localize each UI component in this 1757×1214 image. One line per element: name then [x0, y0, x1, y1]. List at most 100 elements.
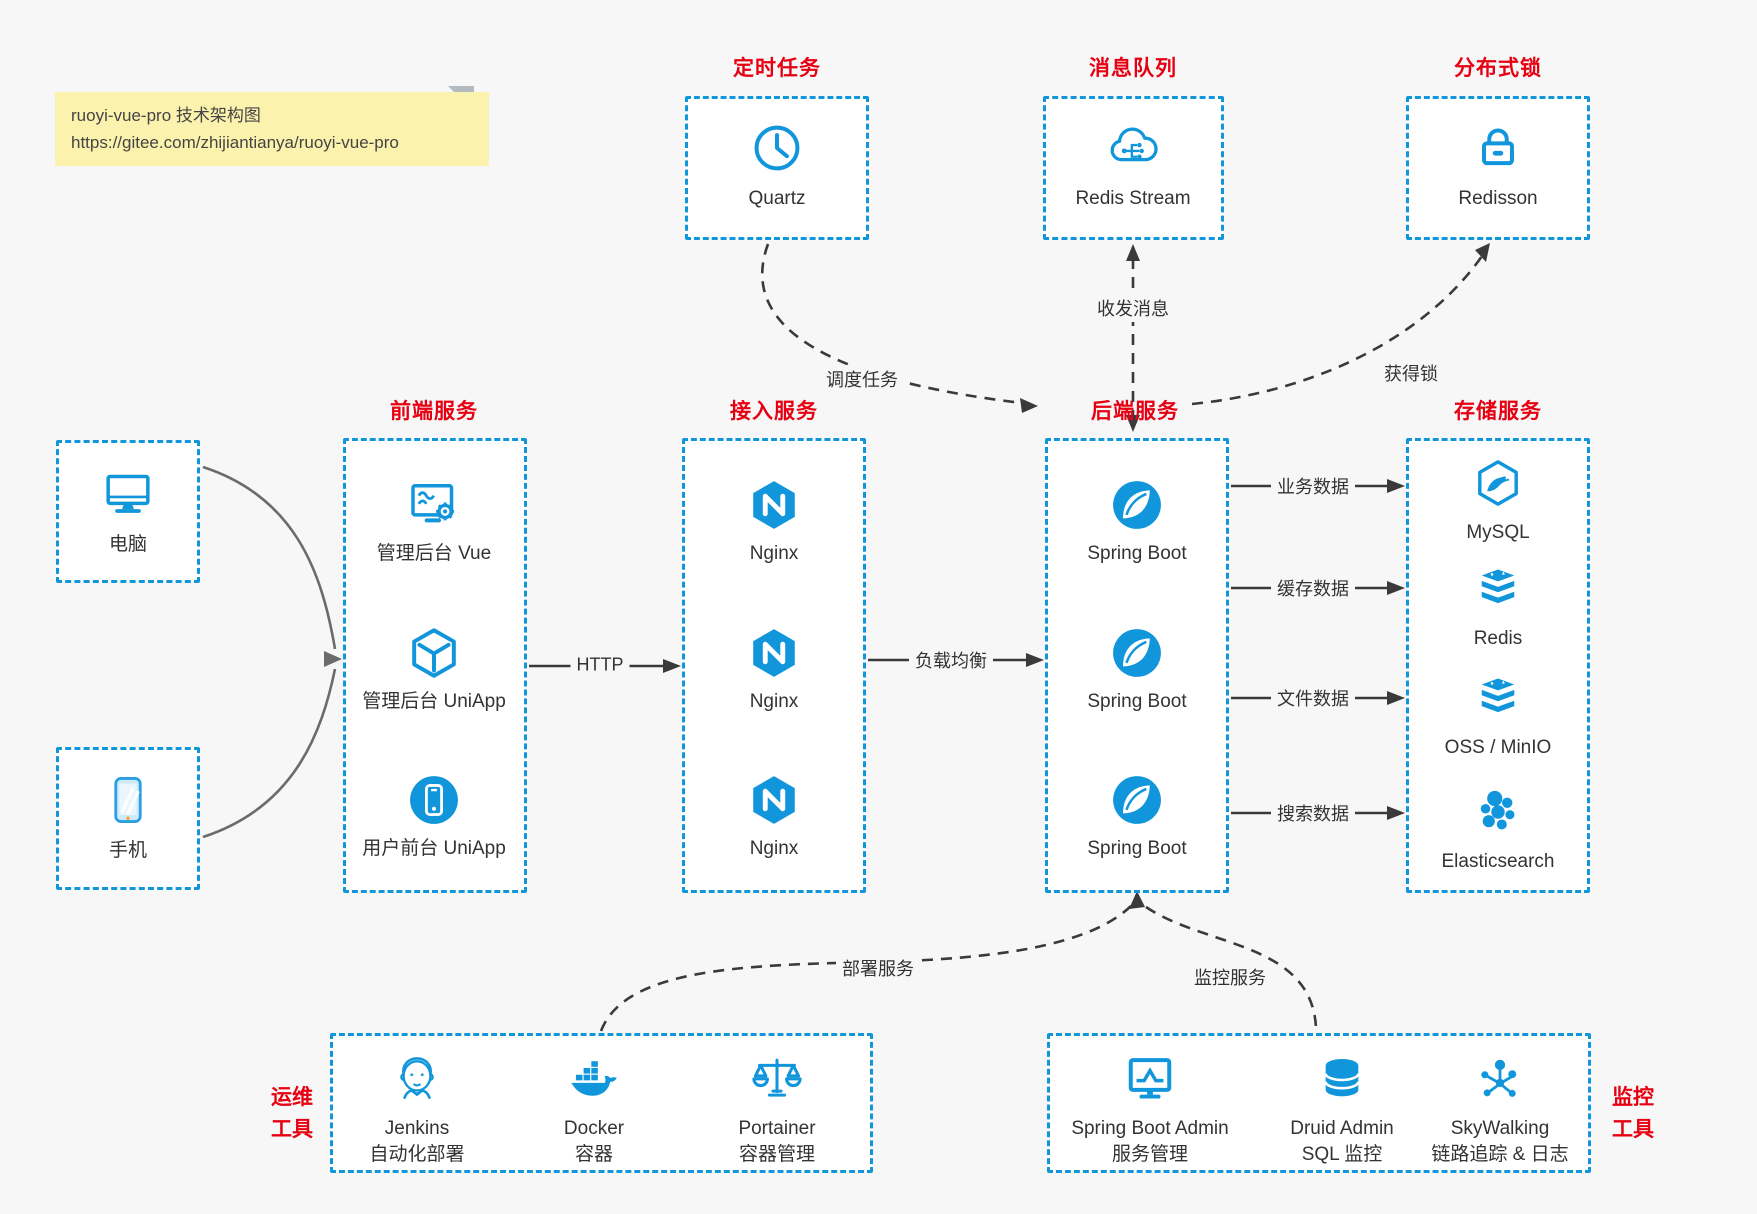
arrowhead-business-data [1387, 479, 1405, 493]
node-sublabel: 链路追踪 & 日志 [1431, 1143, 1569, 1165]
topology-icon [1472, 1052, 1528, 1108]
node-label: Redis [1473, 628, 1523, 649]
edge-label-http: HTTP [570, 653, 630, 677]
node-jenkins: Jenkins 自动化部署 [317, 1052, 517, 1167]
edge-label-deploy: 部署服务 [836, 954, 920, 982]
arrowhead-cache-data [1387, 581, 1405, 595]
arrowhead-schedule [1020, 398, 1038, 413]
node-label: Nginx [749, 691, 799, 712]
spring-icon [1109, 625, 1165, 681]
title-backend: 后端服务 [1091, 400, 1179, 423]
edge-label-schedule: 调度任务 [820, 365, 904, 393]
note-url: https://gitee.com/zhijiantianya/ruoyi-vu… [71, 133, 399, 153]
oss-stack-icon [1472, 672, 1524, 724]
node-sublabel: 自动化部署 [369, 1143, 465, 1165]
note: ruoyi-vue-pro 技术架构图 https://gitee.com/zh… [55, 92, 489, 167]
arrowhead-message-up [1126, 244, 1140, 261]
node-pc: 电脑 [28, 466, 228, 557]
node-springboot-3: Spring Boot [1037, 772, 1237, 861]
node-label: OSS / MinIO [1444, 737, 1552, 758]
mysql-icon [1472, 457, 1524, 509]
node-user-uniapp: 用户前台 UniApp [334, 772, 534, 861]
edge-label-monitor: 监控服务 [1188, 963, 1272, 991]
title-ops: 运维 工具 [242, 1082, 342, 1145]
uniapp-cube-icon [406, 625, 462, 681]
user-app-icon [406, 772, 462, 828]
node-mysql: MySQL [1398, 457, 1598, 545]
node-sublabel: 服务管理 [1111, 1143, 1188, 1165]
node-redis-stream: Redis Stream [1033, 120, 1233, 211]
timer-box [685, 96, 869, 240]
node-label: 管理后台 UniApp [362, 691, 506, 712]
node-label: Spring Boot [1087, 543, 1187, 564]
admin-vue-icon [406, 477, 462, 533]
monitor-chart-icon [1122, 1052, 1178, 1108]
node-label: Jenkins [384, 1118, 450, 1139]
edge-pc-to-frontend [202, 465, 337, 650]
arrowhead-http [663, 659, 681, 673]
node-nginx-2: Nginx [674, 625, 874, 714]
node-sublabel: SQL 监控 [1301, 1143, 1383, 1165]
node-springboot-2: Spring Boot [1037, 625, 1237, 714]
spring-icon [1109, 772, 1165, 828]
title-lock: 分布式锁 [1454, 57, 1542, 80]
node-label: Redis Stream [1075, 188, 1191, 209]
title-monitoring-line1: 监控 [1612, 1086, 1654, 1109]
nginx-icon [746, 477, 802, 533]
arrowhead-message-down [1126, 415, 1140, 432]
elasticsearch-icon [1472, 786, 1524, 838]
node-label: Quartz [748, 188, 806, 209]
edge-label-loadbalance: 负载均衡 [909, 646, 993, 674]
client-curves [202, 465, 337, 839]
arrowhead-loadbalance [1026, 653, 1044, 667]
node-label: 管理后台 Vue [376, 543, 492, 564]
node-label: MySQL [1466, 522, 1530, 543]
docker-icon [566, 1052, 622, 1108]
node-quartz: Quartz [677, 120, 877, 211]
database-icon [1314, 1052, 1370, 1108]
dashed-arrowheads [1020, 243, 1490, 909]
node-elasticsearch: Elasticsearch [1398, 786, 1598, 874]
node-springboot-admin: Spring Boot Admin 服务管理 [1050, 1052, 1250, 1167]
title-gateway: 接入服务 [730, 400, 818, 423]
node-druid-admin: Druid Admin SQL 监控 [1242, 1052, 1442, 1167]
edge-label-file-data: 文件数据 [1271, 684, 1355, 712]
nginx-icon [746, 772, 802, 828]
scales-icon [749, 1052, 805, 1108]
note-title: ruoyi-vue-pro 技术架构图 [71, 106, 261, 125]
title-monitoring-line2: 工具 [1612, 1117, 1654, 1141]
node-label: 手机 [108, 840, 147, 861]
node-skywalking: SkyWalking 链路追踪 & 日志 [1400, 1052, 1600, 1167]
node-label: Spring Boot [1087, 691, 1187, 712]
node-label: Spring Boot Admin [1071, 1118, 1229, 1139]
edge-schedule-line [760, 243, 1023, 405]
node-oss-minio: OSS / MinIO [1398, 672, 1598, 760]
node-nginx-1: Nginx [674, 477, 874, 566]
title-frontend: 前端服务 [390, 400, 478, 423]
edge-monitor-line [1145, 905, 1318, 1029]
node-label: Portainer [738, 1118, 816, 1139]
monitoring-box [1047, 1033, 1591, 1173]
spring-icon [1109, 477, 1165, 533]
nginx-icon [746, 625, 802, 681]
desktop-icon [100, 466, 156, 522]
solid-arrowheads [663, 479, 1405, 820]
edge-label-cache-data: 缓存数据 [1271, 574, 1355, 602]
lock-icon [1470, 120, 1526, 176]
mobile-icon [100, 772, 156, 828]
node-portainer: Portainer 容器管理 [677, 1052, 877, 1167]
arrowhead-file-data [1387, 691, 1405, 705]
node-label: 电脑 [108, 534, 147, 555]
node-label: Spring Boot [1087, 838, 1187, 859]
redis-stack-icon [1472, 563, 1524, 615]
jenkins-icon [389, 1052, 445, 1108]
edge-label-search-data: 搜索数据 [1271, 799, 1355, 827]
lock-box [1406, 96, 1590, 240]
ops-box [330, 1033, 873, 1173]
node-redisson: Redisson [1398, 120, 1598, 211]
node-label: 用户前台 UniApp [362, 838, 506, 859]
title-mq: 消息队列 [1089, 57, 1177, 80]
title-timer: 定时任务 [733, 57, 821, 80]
